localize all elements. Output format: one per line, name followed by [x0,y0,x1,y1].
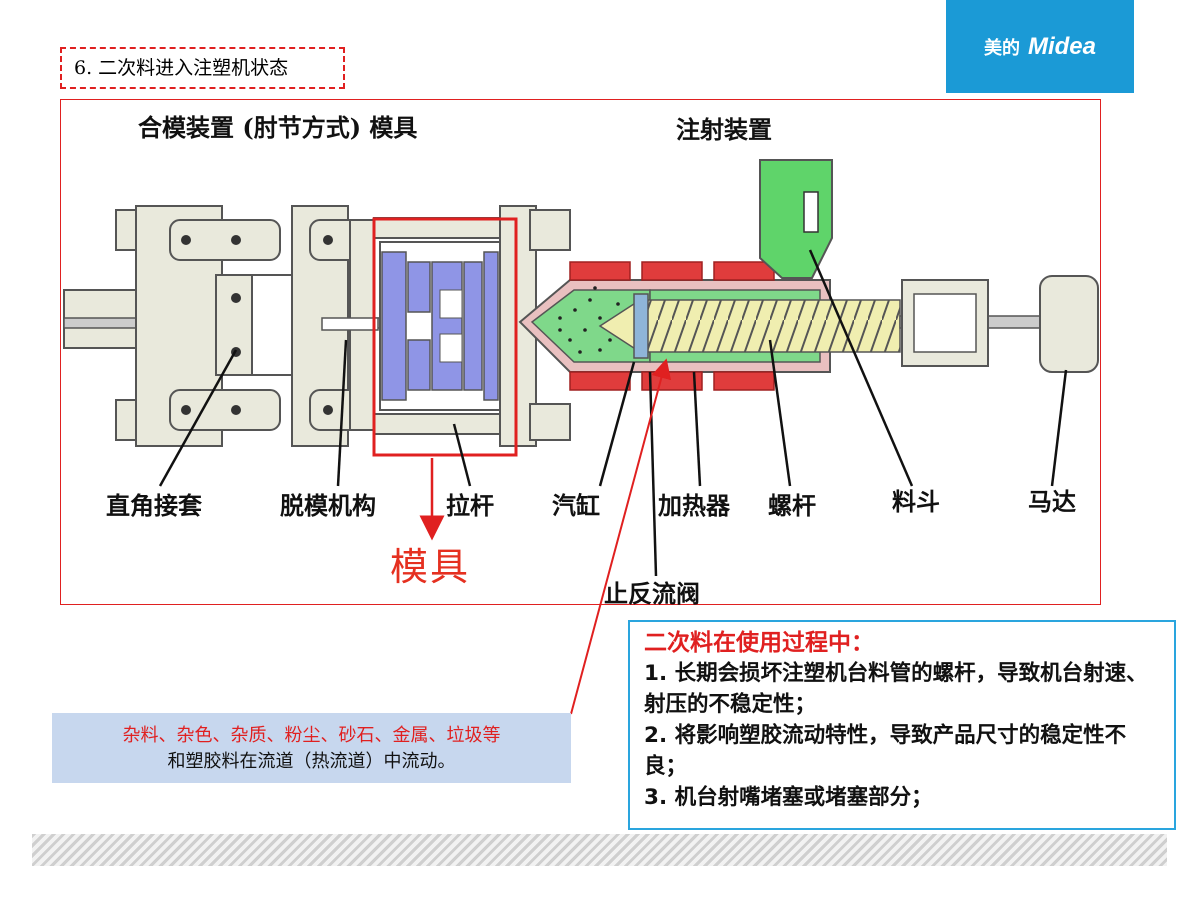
brand-logo-cn: 美的 [983,37,1020,58]
note-line-1: 杂料、杂色、杂质、粉尘、砂石、金属、垃圾等 [122,725,501,746]
brand-logo-en: Midea [1027,32,1096,60]
contaminant-note: 杂料、杂色、杂质、粉尘、砂石、金属、垃圾等 和塑胶料在流道（热流道）中流动。 [52,713,571,783]
usage-issue-item: 3. 机台射嘴堵塞或堵塞部分； [644,785,933,810]
usage-issues-heading: 二次料在使用过程中： [644,630,874,656]
heater-bands [569,261,775,391]
leader-lines [158,249,1068,577]
check-valve-ring [633,293,649,359]
label-knuckle: 直角接套 [106,491,202,520]
crosshead [215,274,253,376]
usage-issue-item: 2. 将影响塑胶流动特性，导致产品尺寸的稳定性不良； [644,723,1127,779]
note-line-2: 和塑胶料在流道（热流道）中流动。 [167,751,456,772]
usage-issue-item: 1. 长期会损坏注塑机台料管的螺杆，导致机台射速、射压的不稳定性； [644,661,1148,717]
label-clamping-unit: 合模装置 (肘节方式) 模具 [138,113,418,142]
brand-logo: 美的 Midea [946,0,1134,93]
label-tie-bar: 拉杆 [446,491,494,520]
note-pointer-line [570,358,672,715]
motor [1039,275,1099,373]
label-heater: 加热器 [658,491,730,520]
label-screw: 螺杆 [768,491,816,520]
mold-plate-left [381,251,407,401]
section-title: 6. 二次料进入注塑机状态 [60,47,345,89]
mold-core [431,261,463,391]
label-ejector: 脱模机构 [280,491,376,520]
mold-plate-right [483,251,499,401]
label-hopper: 料斗 [892,487,940,516]
usage-issues-box: 二次料在使用过程中： 1. 长期会损坏注塑机台料管的螺杆，导致机台射速、射压的不… [628,620,1176,830]
label-motor: 马达 [1028,487,1076,516]
mold-highlight-box [372,217,518,457]
toggle-link-top [169,219,281,261]
injection-machine-diagram [63,159,1099,577]
label-cylinder: 汽缸 [552,491,600,520]
diagram-frame [60,99,1101,605]
label-mold: 模具 [390,545,471,589]
label-check-valve: 止反流阀 [604,579,700,608]
hopper [759,159,833,279]
label-injection-unit: 注射装置 [676,115,772,144]
footer-hatch-bar [32,834,1167,866]
